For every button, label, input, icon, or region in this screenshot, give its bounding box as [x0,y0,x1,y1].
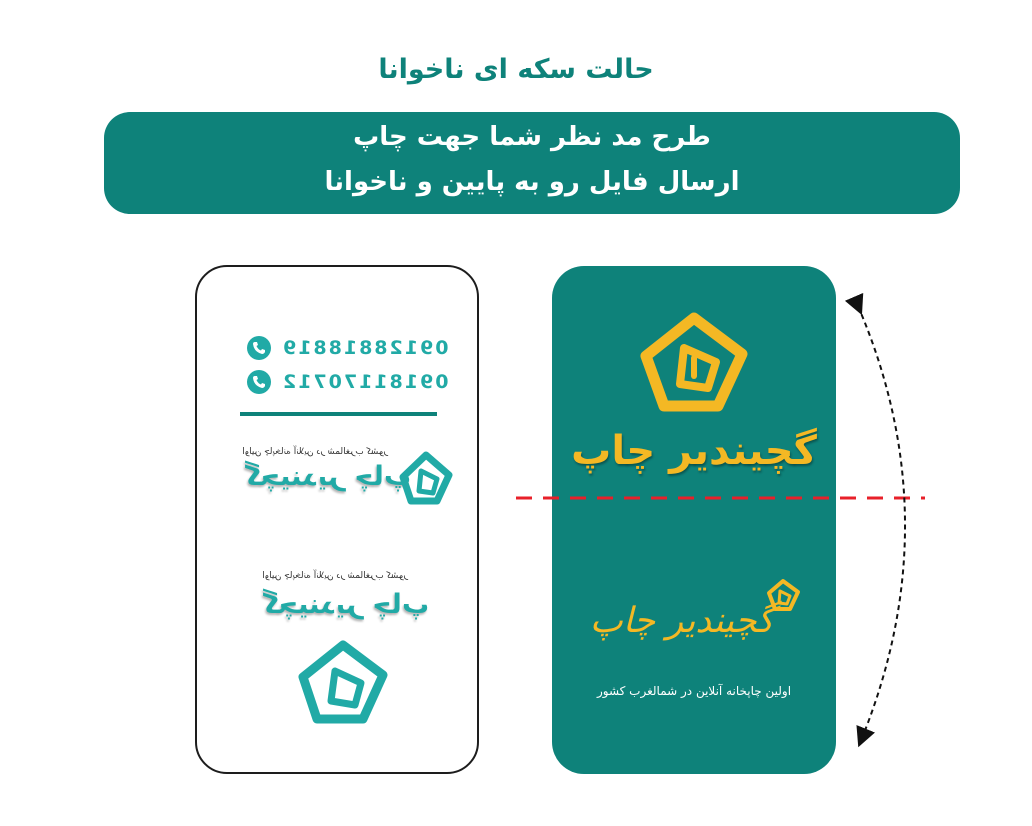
phone-icon [247,336,271,360]
instruction-banner: طرح مد نظر شما جهت چاپ ارسال فایل رو به … [104,112,960,214]
page-title: حالت سکه ای ناخوانا [378,54,654,85]
phone-icon [247,370,271,394]
mirrored-logo-block-2: اولین چاپخانه آنلاین در شمالغرب کشور گچی… [197,567,477,727]
flip-arrow-icon [844,292,906,748]
phone-row-1: 09128818819 [247,335,448,361]
phone-row-2: 09181170712 [247,369,448,395]
instruction-line-1: طرح مد نظر شما جهت چاپ [353,122,711,152]
front-card: گچیندیر چاپ گچیندیر چاپ اولین چاپخانه آن… [552,266,836,774]
logo-icon [767,579,800,611]
front-brand-script: گچیندیر چاپ [589,601,775,641]
front-tagline: اولین چاپخانه آنلاین در شمالغرب کشور [596,684,792,698]
divider-line [240,412,437,416]
back-card-mirrored: 09128818819 09181170712 اولین چاپخانه آن… [195,265,479,774]
logo-icon [298,640,388,724]
instruction-line-2: ارسال فایل رو به پایین و ناخوانا [324,167,740,197]
mirrored-logo-block-1: اولین چاپخانه آنلاین در شمالغرب کشور گچی… [197,443,477,513]
logo-icon [640,312,748,412]
front-brand-name: گچیندیر چاپ [571,428,817,474]
logo-icon [399,451,453,505]
